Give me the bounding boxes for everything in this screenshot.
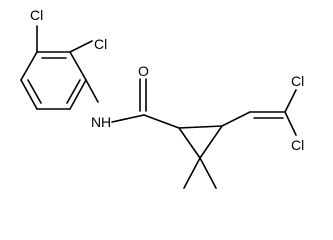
ring-bond <box>178 127 201 159</box>
c-cl-bond <box>284 89 297 113</box>
ring-bond <box>69 79 87 110</box>
chemical-structure: Cl Cl N H O Cl Cl <box>20 7 304 189</box>
methyl-bond <box>199 157 217 189</box>
c-c-bond <box>143 114 180 129</box>
methyl-bond <box>183 157 201 189</box>
cyclopropane-ring <box>178 125 223 159</box>
ring-bond <box>199 125 223 159</box>
ring-bond <box>178 125 223 129</box>
amide-nitrogen-label: N <box>91 114 101 130</box>
oxygen-atom-label: O <box>138 63 149 79</box>
ring-bond <box>20 79 38 110</box>
benzene-ring <box>20 51 87 110</box>
n-c-bond <box>111 114 145 123</box>
ring-double-bond <box>66 79 81 104</box>
c-cl-bond <box>284 111 297 136</box>
c-c-bond <box>221 111 251 127</box>
chlorine-atom-label: Cl <box>94 36 107 52</box>
chlorine-atom-label: Cl <box>30 7 43 23</box>
chlorine-atom-label: Cl <box>291 73 304 89</box>
ring-double-bond <box>27 79 42 104</box>
c-n-bond <box>85 79 99 103</box>
ring-bond <box>69 51 87 81</box>
ring-bond <box>20 51 38 81</box>
chlorine-atom-label: Cl <box>291 137 304 153</box>
amide-hydrogen-label: H <box>101 114 111 130</box>
c-cl-bond <box>69 40 93 53</box>
